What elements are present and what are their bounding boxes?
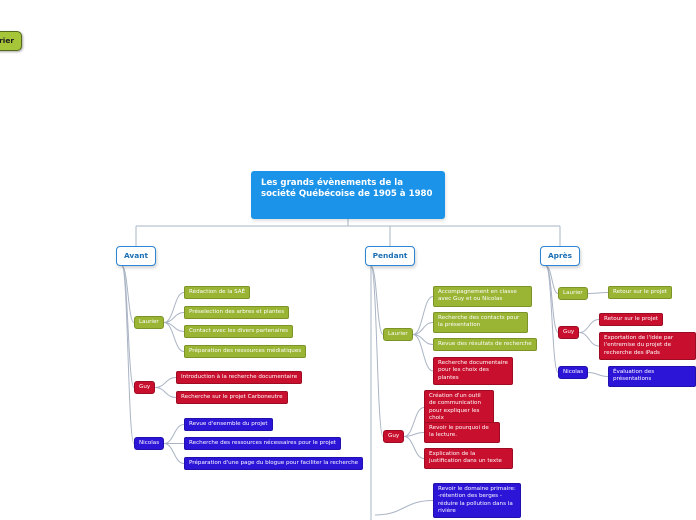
- task-text: Retour sur le projet: [604, 316, 658, 322]
- leaf-line-apres-laurier-task-1: [587, 292, 609, 294]
- leaf-line-pendant-guy-task-2: [403, 432, 425, 437]
- avant-nicolas[interactable]: Nicolas: [134, 437, 165, 451]
- pendant-laurier-task-4[interactable]: Recherche documentaire pour les choix de…: [433, 357, 513, 385]
- avant-nicolas-task-2[interactable]: Recherche des ressources nécessaires pou…: [184, 437, 341, 451]
- pendant-laurier-task-3[interactable]: Revue des résultats de recherche: [433, 338, 537, 352]
- avant-laurier-task-2[interactable]: Préselection des arbres et plantes: [184, 306, 290, 320]
- branch-line-pendant-laurier: [370, 265, 384, 335]
- avant-nicolas-task-1[interactable]: Revue d'ensemble du projet: [184, 418, 273, 432]
- task-text: Recherche documentaire pour les choix de…: [438, 360, 508, 381]
- task-text: Revoir le domaine primaire: -rétention d…: [438, 486, 516, 514]
- pendant-laurier-label: Laurier: [388, 331, 408, 337]
- apres-guy-task-1[interactable]: Retour sur le projet: [599, 313, 663, 327]
- central-topic-text: Les grands évènements de la société Québ…: [261, 178, 433, 200]
- apres-nicolas-task-1[interactable]: Évaluation des présentations: [608, 366, 696, 387]
- pendant-guy-label: Guy: [388, 433, 400, 439]
- avant-laurier-task-4[interactable]: Préparation des ressources médiatiques: [184, 345, 307, 359]
- leaf-line-pendant-guy-task-1: [403, 407, 425, 437]
- apres-nicolas[interactable]: Nicolas: [558, 366, 589, 380]
- floating-topic[interactable]: rier: [0, 31, 22, 51]
- phase-pendant[interactable]: Pendant: [365, 246, 415, 266]
- task-text: Préselection des arbres et plantes: [189, 309, 285, 315]
- avant-guy-task-1[interactable]: Introduction à la recherche documentaire: [176, 371, 303, 385]
- branch-line-pendant-guy: [370, 265, 384, 437]
- leaf-line-apres-guy-task-1: [578, 319, 600, 333]
- avant-nicolas-label: Nicolas: [139, 440, 160, 446]
- pendant-extra-task-1[interactable]: Revoir le domaine primaire: -rétention d…: [433, 483, 521, 519]
- apres-guy-task-2[interactable]: Exportation de l'idée par l'entremise du…: [599, 332, 696, 360]
- leaf-line-avant-nicolas-task-3: [163, 443, 185, 464]
- phase-avant[interactable]: Avant: [116, 246, 156, 266]
- phase-avant-label: Avant: [123, 251, 149, 261]
- leaf-line-apres-nicolas-task-1: [587, 372, 609, 377]
- leaf-line-pendant-laurier-task-1: [412, 296, 434, 335]
- floating-topic-text: rier: [0, 36, 14, 46]
- leaf-line-pendant-guy-task-3: [403, 436, 425, 459]
- phase-pendant-label: Pendant: [372, 251, 408, 261]
- avant-guy-label: Guy: [139, 384, 151, 390]
- task-text: Exportation de l'idée par l'entremise du…: [604, 335, 674, 356]
- apres-laurier-label: Laurier: [563, 290, 583, 296]
- task-text: Recherche des contacts pour la présentat…: [438, 315, 520, 329]
- phase-apres-label: Après: [547, 251, 573, 261]
- leaf-line-pendant-laurier-task-4: [412, 334, 434, 372]
- task-text: Recherche des ressources nécessaires pou…: [189, 440, 336, 446]
- leaf-line-avant-nicolas-task-1: [163, 424, 185, 444]
- task-text: Introduction à la recherche documentaire: [181, 374, 298, 380]
- avant-guy[interactable]: Guy: [134, 381, 156, 395]
- task-text: Contact avec les divers partenaires: [189, 328, 289, 334]
- task-text: Évaluation des présentations: [613, 369, 655, 383]
- task-text: Recherche sur le projet Carboneutre: [181, 394, 283, 400]
- apres-nicolas-label: Nicolas: [563, 369, 584, 375]
- branch-line-apres-nicolas: [545, 265, 559, 373]
- leaf-line-avant-guy-task-2: [154, 387, 177, 398]
- leaf-line-pendant-extra-task-1: [374, 500, 434, 516]
- pendant-guy-task-2[interactable]: Revoir le pourquoi de la lecture.: [424, 422, 500, 443]
- task-text: Préparation des ressources médiatiques: [189, 348, 302, 354]
- pendant-laurier-task-2[interactable]: Recherche des contacts pour la présentat…: [433, 312, 528, 333]
- avant-laurier-task-1[interactable]: Rédaction de la SAÉ: [184, 286, 251, 300]
- leaf-line-avant-laurier-task-4: [163, 322, 185, 352]
- task-text: Revoir le pourquoi de la lecture.: [429, 425, 489, 439]
- task-text: Revue d'ensemble du projet: [189, 421, 268, 427]
- branch-line-avant-guy: [121, 265, 135, 388]
- pendant-guy[interactable]: Guy: [383, 430, 405, 444]
- pendant-guy-task-1[interactable]: Création d'un outil de communication pou…: [424, 390, 494, 426]
- task-text: Rédaction de la SAÉ: [189, 289, 246, 295]
- avant-guy-task-2[interactable]: Recherche sur le projet Carboneutre: [176, 391, 288, 405]
- pendant-guy-task-3[interactable]: Explication de la justification dans un …: [424, 448, 513, 469]
- apres-laurier[interactable]: Laurier: [558, 287, 588, 301]
- leaf-line-avant-guy-task-1: [154, 377, 177, 388]
- pendant-laurier-task-1[interactable]: Accompagnement en classe avec Guy et ou …: [433, 286, 532, 307]
- apres-guy[interactable]: Guy: [558, 326, 580, 340]
- task-text: Explication de la justification dans un …: [429, 451, 502, 465]
- apres-laurier-task-1[interactable]: Retour sur le projet: [608, 286, 672, 300]
- avant-laurier-label: Laurier: [139, 319, 159, 325]
- pendant-laurier[interactable]: Laurier: [383, 328, 413, 342]
- avant-nicolas-task-3[interactable]: Préparation d'une page du blogue pour fa…: [184, 457, 364, 471]
- task-text: Accompagnement en classe avec Guy et ou …: [438, 289, 517, 303]
- branch-line-avant-nicolas: [121, 265, 135, 444]
- task-text: Préparation d'une page du blogue pour fa…: [189, 460, 359, 466]
- leaf-line-pendant-laurier-task-2: [412, 322, 434, 335]
- leaf-line-avant-laurier-task-1: [163, 292, 185, 323]
- leaf-line-apres-guy-task-2: [578, 332, 600, 347]
- task-text: Création d'un outil de communication pou…: [429, 393, 482, 421]
- avant-laurier[interactable]: Laurier: [134, 316, 164, 330]
- phase-apres[interactable]: Après: [540, 246, 580, 266]
- task-text: Retour sur le projet: [613, 289, 667, 295]
- apres-guy-label: Guy: [563, 329, 575, 335]
- task-text: Revue des résultats de recherche: [438, 341, 532, 347]
- central-topic[interactable]: Les grands évènements de la société Québ…: [251, 171, 445, 219]
- avant-laurier-task-3[interactable]: Contact avec les divers partenaires: [184, 325, 294, 339]
